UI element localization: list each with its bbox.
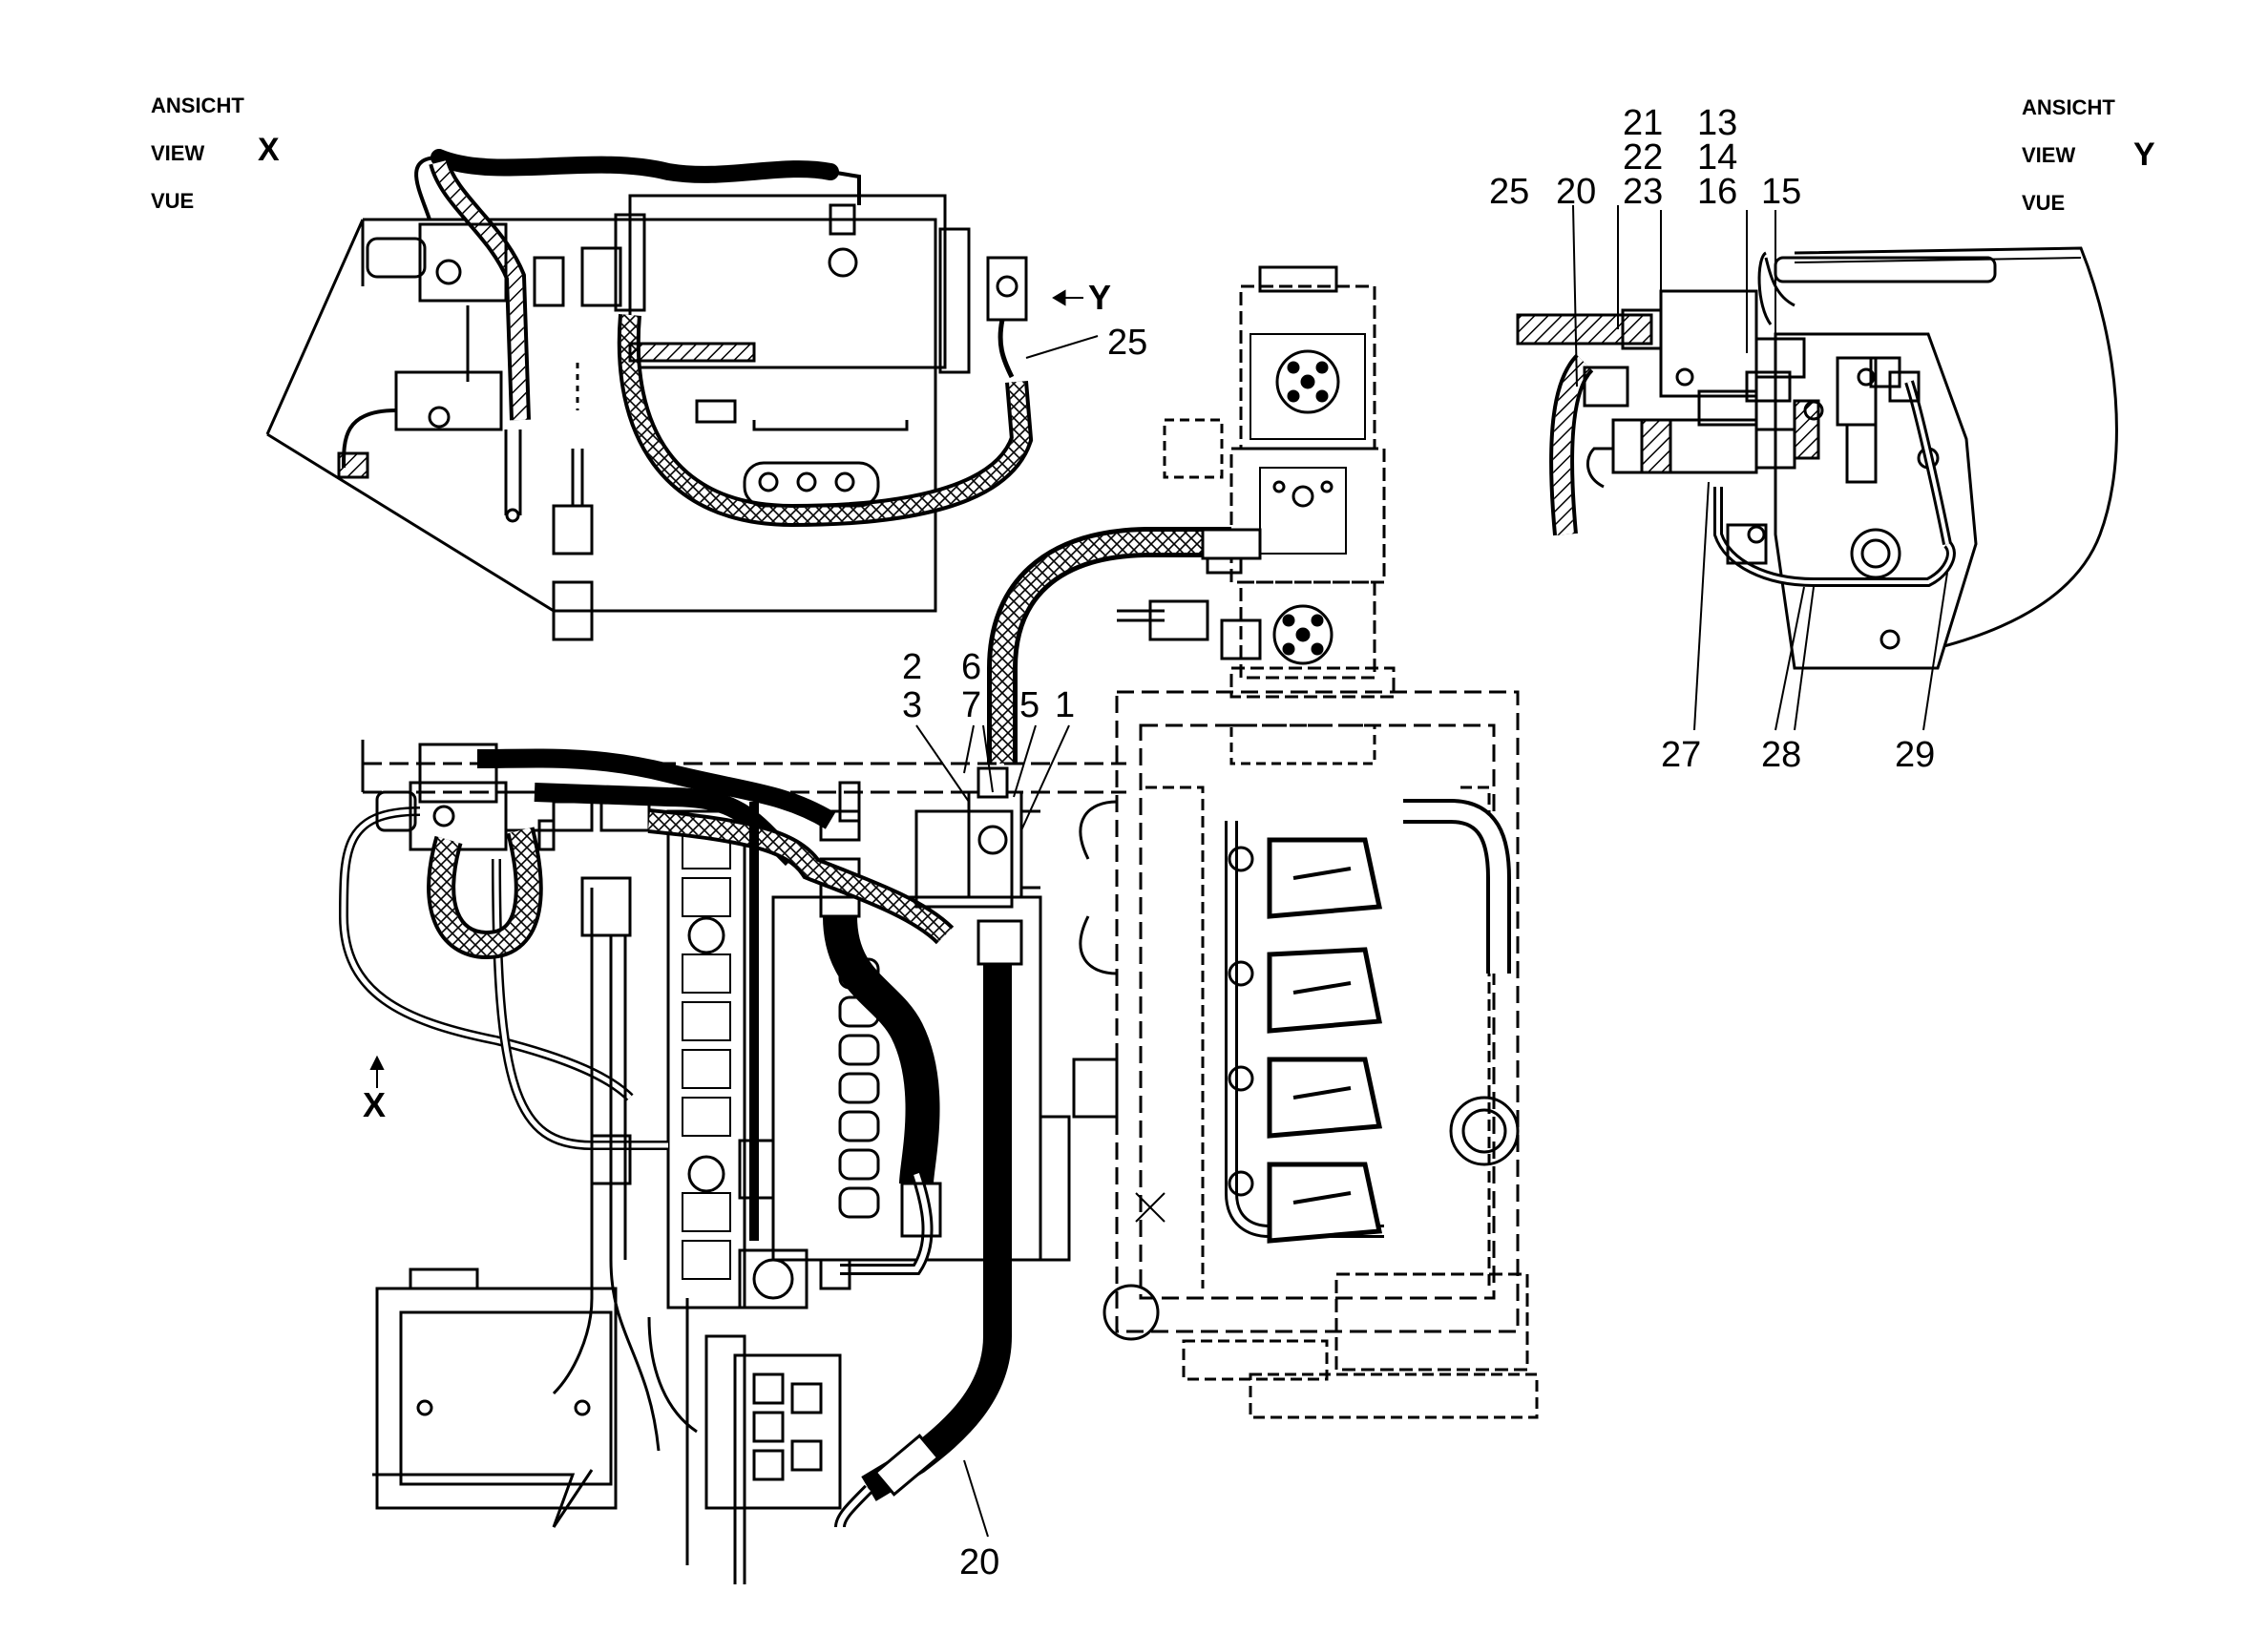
callout-29: 29 bbox=[1895, 735, 1936, 775]
callout-16: 16 bbox=[1697, 172, 1738, 212]
view-y-caption-line1: ANSICHT bbox=[2022, 95, 2115, 119]
callout-20-bottom: 20 bbox=[959, 1542, 1000, 1582]
view-x-caption-line2: VIEW bbox=[151, 141, 205, 165]
pump-assembly bbox=[1117, 265, 1396, 699]
callout-25-left: 25 bbox=[1107, 323, 1148, 363]
view-x-inset bbox=[265, 149, 1099, 641]
view-x-letter: X bbox=[258, 132, 280, 168]
callout-22: 22 bbox=[1623, 137, 1664, 178]
callout-20-right: 20 bbox=[1556, 172, 1597, 212]
cylinder-heads bbox=[1228, 837, 1383, 1244]
callout-2: 2 bbox=[902, 647, 923, 687]
callout-3: 3 bbox=[902, 685, 923, 725]
callout-5: 5 bbox=[1019, 685, 1040, 725]
view-y-caption-line3: VUE bbox=[2022, 191, 2066, 215]
callout-13: 13 bbox=[1697, 103, 1738, 143]
view-y-letter: Y bbox=[2133, 136, 2155, 173]
callout-27: 27 bbox=[1661, 735, 1702, 775]
y-arrow-marker: Y bbox=[1088, 278, 1112, 317]
view-y-inset bbox=[1516, 204, 2118, 731]
view-y-caption-line2: VIEW bbox=[2022, 143, 2076, 167]
pump-to-valve-hose bbox=[987, 527, 1262, 764]
engine-block bbox=[1072, 690, 1539, 1419]
callout-6: 6 bbox=[961, 647, 982, 687]
callout-25-right: 25 bbox=[1489, 172, 1530, 212]
view-x-caption-line1: ANSICHT bbox=[151, 94, 244, 117]
callout-1: 1 bbox=[1055, 685, 1076, 725]
callout-23: 23 bbox=[1623, 172, 1664, 212]
x-arrow-marker: X bbox=[363, 1085, 387, 1124]
leader-lines bbox=[369, 724, 1070, 1538]
callout-21: 21 bbox=[1623, 103, 1664, 143]
callout-14: 14 bbox=[1697, 137, 1738, 178]
callout-28: 28 bbox=[1761, 735, 1802, 775]
callout-15: 15 bbox=[1761, 172, 1802, 212]
valve-block-main bbox=[914, 766, 1040, 909]
view-x-caption-line3: VUE bbox=[151, 189, 195, 213]
valve-bank-assembly bbox=[338, 740, 1126, 1584]
hose-20 bbox=[834, 919, 1023, 1528]
callout-7: 7 bbox=[961, 685, 982, 725]
